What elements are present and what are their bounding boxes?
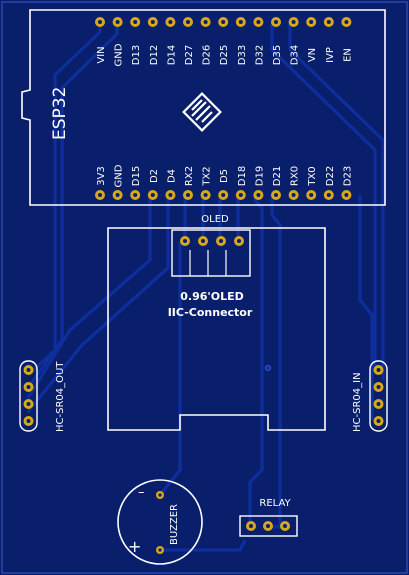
trace-buzzer-minus — [158, 242, 182, 496]
hc-sr04-out-outline — [19, 360, 38, 432]
hc-sr04-out-label: HC-SR04_OUT — [55, 361, 66, 432]
oled-header-box — [171, 229, 251, 277]
esp32-bottom-pads — [95, 190, 352, 200]
oled-header-dividers — [189, 250, 227, 276]
esp32-pin-label: D18 — [237, 166, 248, 186]
hc-sr04-in-pads — [373, 365, 384, 426]
esp32-pin-label: D23 — [342, 166, 353, 186]
trace-d2 — [26, 195, 152, 399]
oled-header-label: OLED — [201, 214, 229, 225]
esp32-outline — [21, 9, 386, 206]
esp32-pin-label: IVP — [325, 47, 336, 63]
trace-d23 — [358, 195, 374, 420]
trace-vin — [26, 22, 102, 377]
esp32-pin-label: D12 — [149, 45, 160, 65]
esp32-pin-label: 3V3 — [96, 166, 107, 186]
esp32-pin-label: D34 — [290, 45, 301, 65]
esp-logo — [182, 92, 222, 132]
trace-d35 — [270, 22, 377, 368]
hc-sr04-out-pads — [23, 365, 34, 426]
buzzer-minus-label: – — [138, 485, 145, 500]
hc-sr04-in-label: HC-SR04_IN — [352, 372, 363, 432]
oled-title: 0.96'OLED — [180, 290, 244, 303]
esp32-pin-label: D32 — [254, 45, 265, 65]
esp32-pin-label: D14 — [166, 45, 177, 65]
esp32-pin-label: EN — [342, 48, 353, 62]
esp32-pin-label: D27 — [184, 45, 195, 65]
esp32-pin-label: RX2 — [184, 166, 195, 186]
esp32-label: ESP32 — [50, 87, 70, 140]
esp32-bottom-pin-labels: 3V3 GND D15 D2 D4 RX2 TX2 D5 D18 D19 D21 RX0 TX0 D22 D… — [96, 164, 353, 187]
via — [265, 365, 271, 371]
esp32-pin-label: D33 — [237, 45, 248, 65]
relay-pads — [246, 521, 290, 531]
esp32-pin-label: D2 — [149, 169, 160, 183]
esp32-pin-label: VIN — [96, 46, 107, 63]
esp32-pin-label: D21 — [272, 166, 283, 186]
esp32-pin-label: D22 — [325, 166, 336, 186]
oled-outline — [107, 227, 326, 431]
esp32-pin-label: RX0 — [290, 166, 301, 186]
trace-d4 — [26, 195, 170, 414]
esp32-pin-label: TX0 — [307, 166, 318, 186]
esp32-top-pin-labels: VIN GND D13 D12 D14 D27 D26 D25 D33 D32 D35 D34 VN IV… — [96, 43, 353, 66]
oled-subtitle: IIC-Connector — [168, 306, 253, 319]
buzzer-outline — [117, 479, 203, 565]
esp32-pin-label: D13 — [131, 45, 142, 65]
buzzer-label: BUZZER — [169, 504, 180, 545]
esp32-top-pads — [95, 17, 352, 27]
trace-d34 — [288, 22, 385, 380]
esp32-pin-label: D35 — [272, 45, 283, 65]
relay-label: RELAY — [259, 498, 291, 509]
esp32-pin-label: D26 — [202, 45, 213, 65]
esp32-pin-label: D5 — [219, 169, 230, 183]
oled-pads — [180, 236, 244, 246]
esp32-pin-label: D25 — [219, 45, 230, 65]
esp32-pin-label: D15 — [131, 166, 142, 186]
copper-traces — [26, 22, 385, 552]
trace-d18-relay — [248, 195, 264, 527]
buzzer-plus-label: + — [128, 537, 141, 556]
trace-d19-relay — [268, 195, 282, 529]
esp32-pin-label: D4 — [166, 169, 177, 183]
trace-gnd-left — [26, 22, 119, 389]
relay-outline — [239, 515, 298, 537]
hc-sr04-in-outline — [369, 360, 388, 432]
trace-buzzer-plus — [162, 539, 247, 552]
esp32-pin-label: TX2 — [202, 166, 213, 186]
esp32-pin-label: D19 — [254, 166, 265, 186]
esp32-pin-label: VN — [307, 48, 318, 62]
esp32-pin-label: GND — [114, 164, 125, 187]
esp32-pin-label: GND — [114, 43, 125, 66]
